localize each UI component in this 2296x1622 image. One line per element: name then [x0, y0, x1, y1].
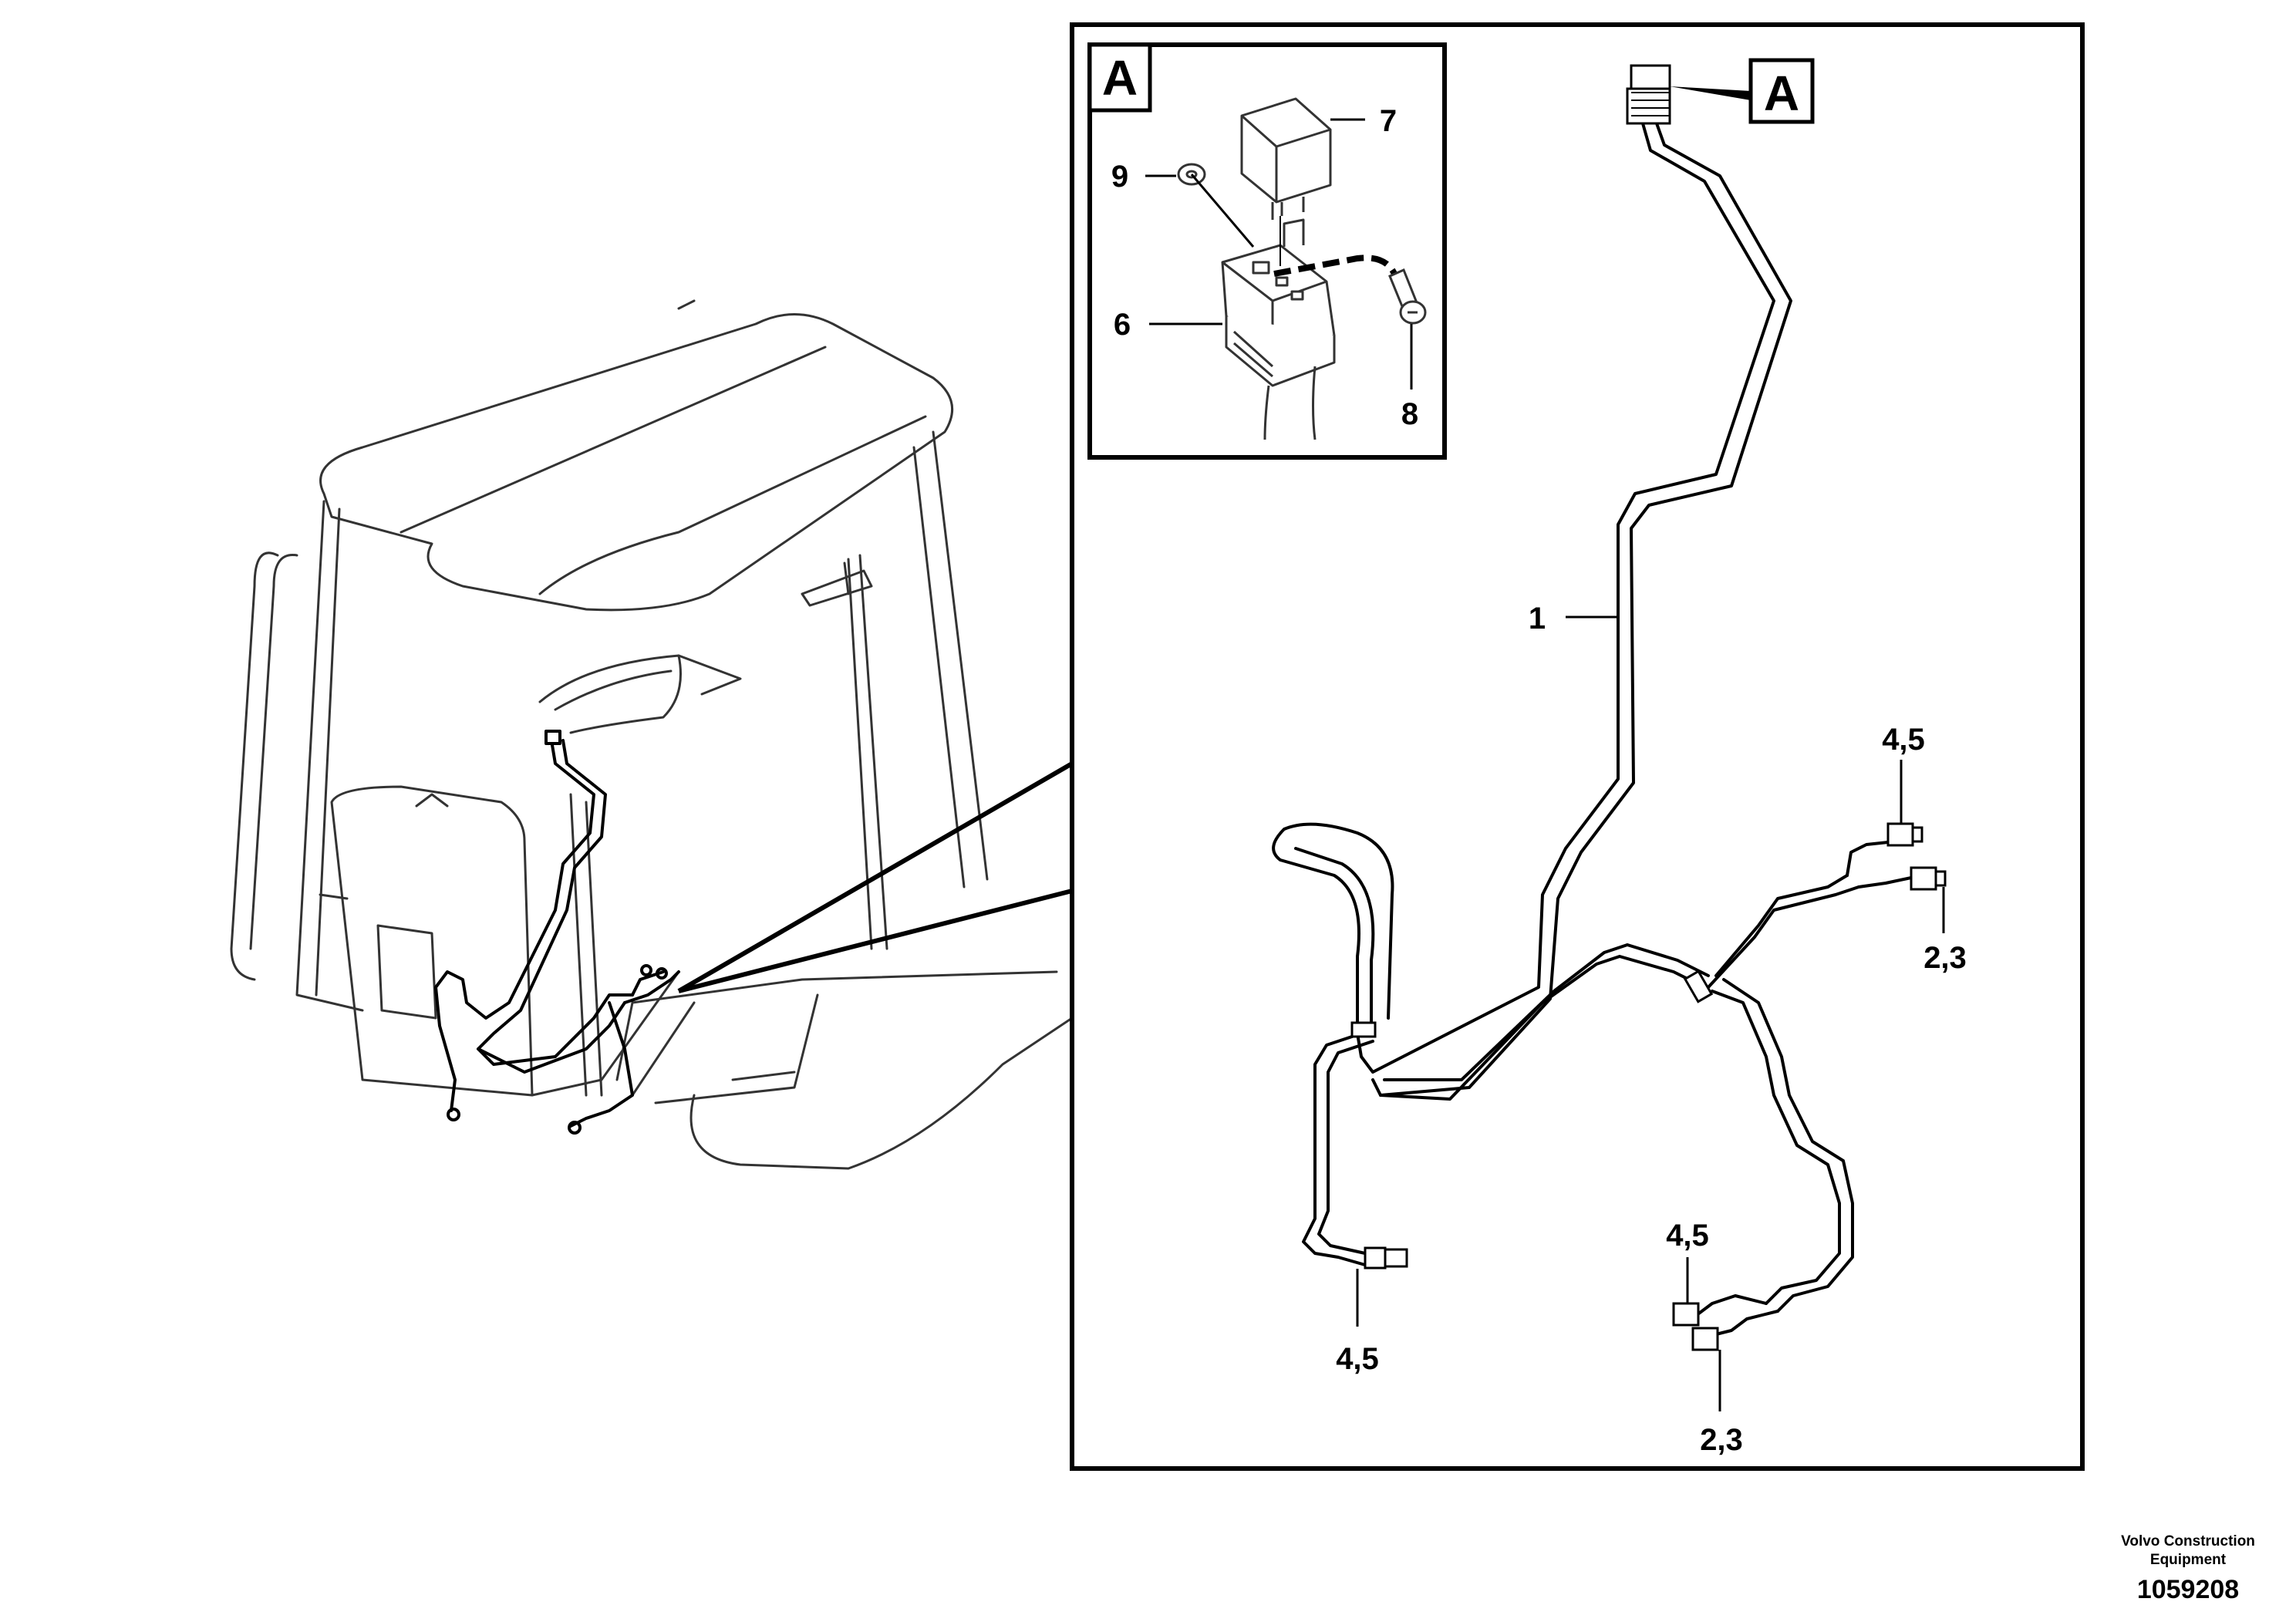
connector-icons: [1364, 64, 1947, 1351]
callout-2-3-top: 2,3: [1923, 941, 1967, 975]
callout-7: 7: [1380, 104, 1397, 138]
detail-view-letter: A: [1102, 50, 1138, 106]
washer-icon: [1177, 163, 1206, 186]
callout-1: 1: [1529, 602, 1546, 636]
callout-4-5-mid: 4,5: [1666, 1219, 1709, 1253]
detail-ref-letter: A: [1764, 66, 1799, 121]
relay-icon: [1240, 97, 1332, 220]
detail-ref-arrow: [1670, 86, 1751, 100]
inset-leader-lines: [1145, 118, 1413, 389]
callout-8: 8: [1401, 397, 1418, 431]
callout-4-5-left: 4,5: [1336, 1342, 1379, 1376]
cab-wiring-harness: [434, 730, 680, 1135]
credit-line-2: Equipment: [2149, 1552, 2227, 1568]
publisher-credit: Volvo Construction Equipment: [2092, 1533, 2284, 1570]
harness-ties: [1350, 969, 1714, 1038]
cab-illustration: [230, 299, 1074, 1170]
callout-2-3-bottom: 2,3: [1700, 1423, 1743, 1457]
inset-letter-box: [1087, 42, 1152, 113]
callout-6: 6: [1114, 308, 1131, 342]
document-number: 1059208: [2136, 1575, 2240, 1604]
washer-leader: [1190, 174, 1255, 248]
zoom-leader-lines: [677, 761, 1074, 993]
detail-ref-box: [1748, 58, 1815, 124]
screw-insertion-path: [1273, 255, 1399, 279]
harness-leader-lines: [1356, 615, 1945, 1411]
main-wiring-harness: [1272, 122, 1913, 1336]
credit-line-1: Volvo Construction: [2121, 1533, 2255, 1549]
screw-icon: [1388, 268, 1427, 325]
callout-9: 9: [1111, 160, 1128, 194]
callout-4-5-top: 4,5: [1882, 723, 1925, 757]
